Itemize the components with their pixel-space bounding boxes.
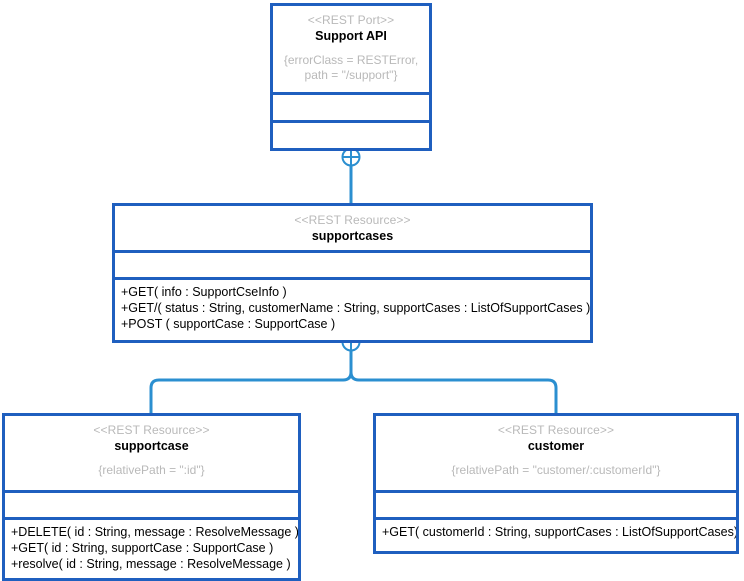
tagged-values: {relativePath = ":id"} — [5, 463, 298, 478]
stereotype-label: <<REST Resource>> — [497, 423, 615, 437]
uml-class-customer[interactable]: <<REST Resource>> customer {relativePath… — [373, 413, 739, 554]
tagged-value-line: {relativePath = "customer/:customerId"} — [451, 463, 661, 477]
uml-class-support-api[interactable]: <<REST Port>> Support API {errorClass = … — [270, 3, 432, 151]
operation-row: +POST ( supportCase : SupportCase ) — [121, 317, 336, 331]
operation-row: +GET( customerId : String, supportCases … — [382, 525, 736, 539]
connector-line-to-customer — [349, 371, 558, 413]
operation-row: +GET( id : String, supportCase : Support… — [11, 541, 274, 555]
connector-line-to-supportcase — [149, 371, 353, 413]
uml-class-supportcases[interactable]: <<REST Resource>> supportcases +GET( inf… — [112, 203, 593, 343]
uml-class-supportcase[interactable]: <<REST Resource>> supportcase {relativeP… — [2, 413, 301, 581]
class-name-label: supportcases — [311, 229, 394, 243]
tagged-values: {errorClass = RESTError, path = "/suppor… — [273, 53, 429, 83]
operation-row: +GET/( status : String, customerName : S… — [121, 301, 590, 315]
operations-compartment-customer: +GET( customerId : String, supportCases … — [376, 517, 736, 545]
attributes-compartment-supportcases — [115, 250, 590, 277]
class-name-label: Support API — [315, 29, 387, 43]
operation-row: +resolve( id : String, message : Resolve… — [11, 557, 291, 571]
attributes-compartment-supportcase — [5, 490, 298, 517]
tagged-values: {relativePath = "customer/:customerId"} — [376, 463, 736, 478]
attributes-compartment-customer — [376, 490, 736, 517]
class-header-customer: <<REST Resource>> customer {relativePath… — [376, 416, 736, 490]
class-name-label: customer — [527, 439, 585, 453]
connector-support-api-to-supportcases — [341, 147, 361, 203]
operation-row: +DELETE( id : String, message : ResolveM… — [11, 525, 298, 539]
attributes-compartment-support-api — [273, 92, 429, 120]
operations-compartment-supportcases: +GET( info : SupportCseInfo ) +GET/( sta… — [115, 277, 590, 340]
tagged-value-line: {relativePath = ":id"} — [98, 463, 205, 477]
connector-supportcases-branch — [149, 332, 558, 413]
stereotype-label: <<REST Resource>> — [294, 213, 411, 227]
stereotype-label: <<REST Port>> — [307, 13, 395, 27]
stereotype-label: <<REST Resource>> — [93, 423, 210, 437]
operations-compartment-supportcase: +DELETE( id : String, message : ResolveM… — [5, 517, 298, 578]
tagged-value-line: {errorClass = RESTError, — [283, 53, 419, 67]
class-name-label: supportcase — [114, 439, 189, 453]
class-header-support-api: <<REST Port>> Support API {errorClass = … — [273, 6, 429, 93]
operation-row: +GET( info : SupportCseInfo ) — [121, 285, 287, 299]
tagged-value-line: path = "/support"} — [304, 68, 398, 82]
class-header-supportcase: <<REST Resource>> supportcase {relativeP… — [5, 416, 298, 490]
operations-compartment-support-api — [273, 119, 429, 148]
class-header-supportcases: <<REST Resource>> supportcases — [115, 206, 590, 250]
